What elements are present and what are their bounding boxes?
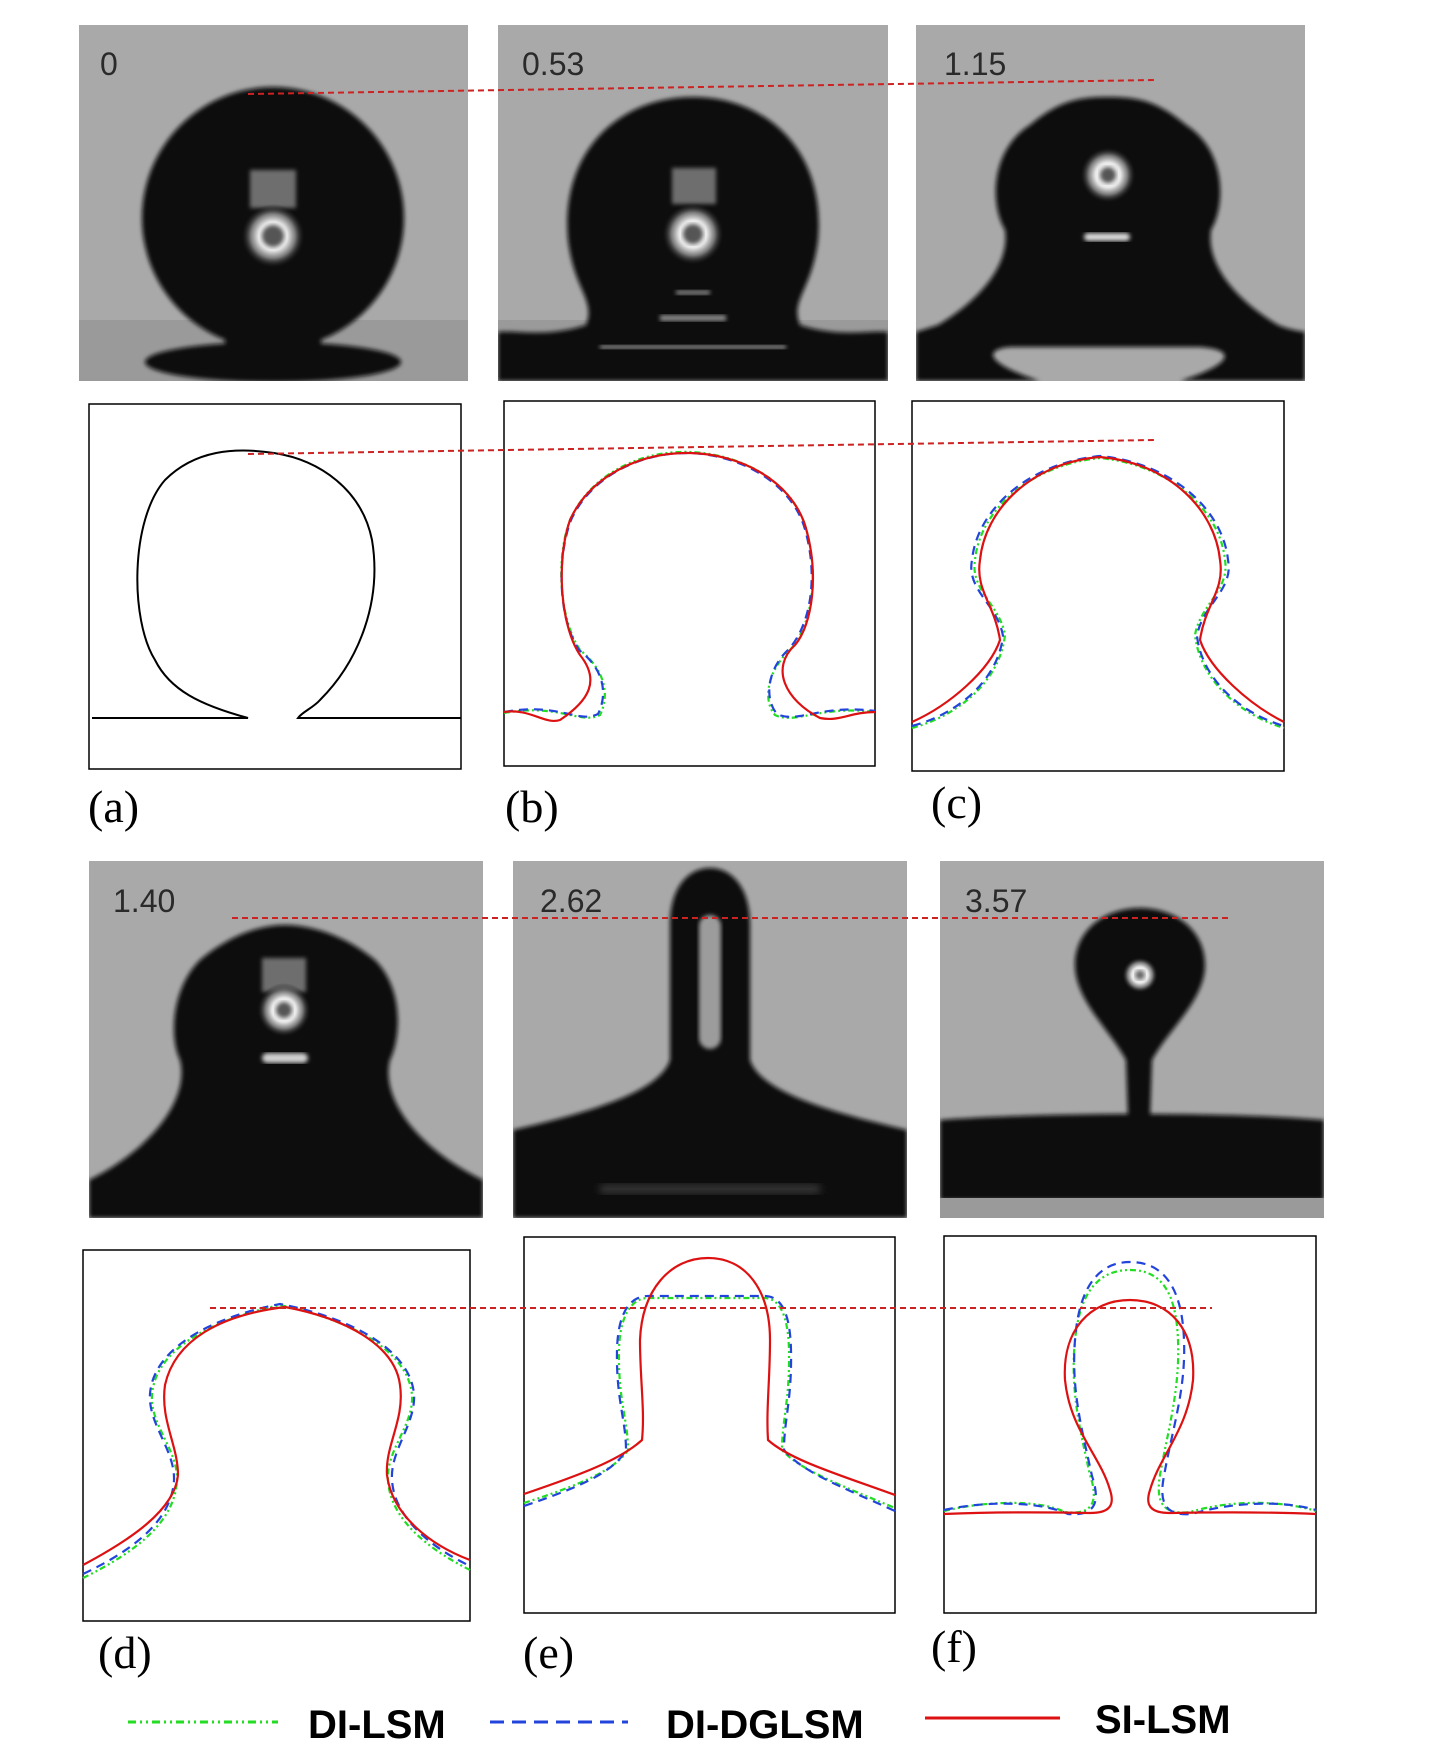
panel-label-c: (c) bbox=[931, 777, 982, 828]
photo-d bbox=[89, 861, 483, 1218]
panel-label-d: (d) bbox=[98, 1627, 152, 1678]
panel-label-b: (b) bbox=[505, 781, 559, 832]
contours-f bbox=[943, 1260, 1317, 1516]
photo-time-f: 3.57 bbox=[965, 883, 1027, 919]
photo-e bbox=[513, 861, 907, 1218]
panel-label-e: (e) bbox=[523, 1627, 574, 1678]
legend-label-si-lsm: SI-LSM bbox=[1095, 1698, 1231, 1742]
contour-frame-e bbox=[523, 1236, 896, 1614]
legend-label-di-lsm: DI-LSM bbox=[308, 1703, 446, 1747]
photo-time-b: 0.53 bbox=[522, 46, 584, 82]
reference-line-row1 bbox=[247, 79, 1156, 455]
contours-e bbox=[523, 1256, 896, 1513]
contour-b-di-dglsm bbox=[503, 451, 876, 718]
photo-a bbox=[79, 25, 468, 381]
legend: DI-LSM DI-DGLSM SI-LSM bbox=[128, 1698, 1231, 1747]
reference-line-row2 bbox=[210, 917, 1232, 1309]
photo-c bbox=[916, 25, 1305, 381]
photo-time-a: 0 bbox=[100, 46, 118, 82]
panel-label-a: (a) bbox=[88, 781, 139, 832]
contours-b bbox=[503, 450, 876, 723]
contour-frame-c bbox=[911, 400, 1285, 772]
photo-time-e: 2.62 bbox=[540, 883, 602, 919]
contour-frame-a bbox=[88, 403, 462, 770]
photo-time-c: 1.15 bbox=[944, 46, 1006, 82]
contour-e-si-lsm bbox=[523, 1256, 896, 1497]
initial-contour-a bbox=[92, 449, 461, 719]
photo-time-d: 1.40 bbox=[113, 883, 175, 919]
contour-frame-f bbox=[943, 1235, 1317, 1614]
contour-frame-d bbox=[82, 1249, 471, 1622]
photo-f bbox=[940, 861, 1324, 1218]
panel-label-f: (f) bbox=[931, 1621, 977, 1672]
contour-frame-b bbox=[503, 400, 876, 767]
contour-b-si-lsm bbox=[503, 451, 876, 723]
contour-d-di-dglsm bbox=[82, 1302, 471, 1575]
contour-f-si-lsm bbox=[943, 1298, 1317, 1516]
contours-c bbox=[911, 454, 1285, 730]
legend-label-di-dglsm: DI-DGLSM bbox=[666, 1703, 864, 1747]
contour-c-si-lsm bbox=[911, 455, 1285, 724]
